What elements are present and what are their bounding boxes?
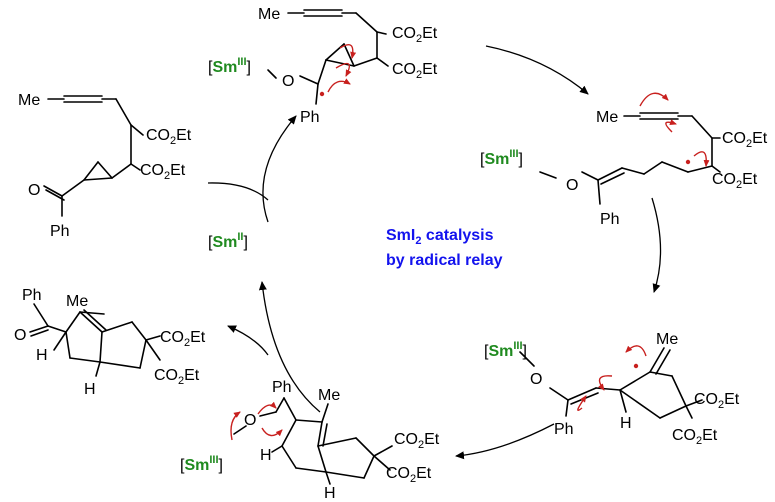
int3-electron-arrow-2	[598, 375, 613, 391]
intermediate-ketyl-radical: Me O Ph [SmIII] CO2Et CO2Et	[208, 6, 438, 126]
int3-h: H	[620, 415, 632, 432]
substrate-cyclopropyl-ketone: Me O Ph CO2Et CO2Et	[18, 92, 192, 240]
int4-electron-arrow-1	[230, 411, 241, 441]
product-h-1: H	[36, 347, 48, 364]
samarium-ii-catalyst: [SmII]	[208, 231, 248, 251]
int4-co2et-1: CO2Et	[394, 431, 440, 451]
substrate-ph: Ph	[50, 223, 70, 240]
int1-co2et-2: CO2Et	[392, 61, 438, 81]
int1-co2et-1: CO2Et	[392, 25, 438, 45]
int4-o: O	[244, 412, 256, 429]
product-co2et-2: CO2Et	[154, 367, 200, 387]
arrow-release-product	[227, 325, 269, 356]
int1-electron-arrow-2	[335, 62, 352, 77]
substrate-o: O	[28, 182, 40, 199]
int2-electron-arrow-1	[639, 92, 669, 107]
int1-electron-arrow-3	[339, 44, 357, 59]
int4-me: Me	[318, 387, 340, 404]
product-me: Me	[66, 293, 88, 310]
sm-ii-label: [SmII]	[208, 231, 248, 251]
int3-co2et-2: CO2Et	[672, 427, 718, 447]
int2-radical-dot	[685, 159, 691, 165]
int2-electron-arrow-3	[693, 151, 710, 167]
int1-radical-dot	[319, 91, 325, 97]
product-co2et-1: CO2Et	[160, 329, 206, 349]
int3-ph: Ph	[554, 421, 574, 438]
int3-me: Me	[656, 331, 678, 348]
intermediate-bicyclic-alkoxide: Me Ph O H H [SmIII] CO2Et CO2Et	[180, 379, 440, 502]
product-bicyclic-ketone: Ph Me O H H CO2Et CO2Et	[14, 287, 206, 398]
int1-me: Me	[258, 6, 280, 23]
int1-ph: Ph	[300, 109, 320, 126]
product-ph: Ph	[22, 287, 42, 304]
substrate-co2et-1: CO2Et	[146, 127, 192, 147]
substrate-me: Me	[18, 92, 40, 109]
intermediate-ring-opened-radical: Me O Ph [SmIII] CO2Et CO2Et	[480, 92, 768, 228]
int2-co2et-1: CO2Et	[722, 130, 768, 150]
center-label: SmI2 catalysis by radical relay	[386, 227, 503, 269]
product-o: O	[14, 327, 26, 344]
int3-co2et-1: CO2Et	[694, 391, 740, 411]
int2-ph: Ph	[600, 211, 620, 228]
center-label-line1: SmI2 catalysis	[386, 227, 494, 247]
arrow-top-right	[485, 45, 589, 95]
arrow-right-down	[651, 197, 662, 293]
int2-o: O	[566, 177, 578, 194]
int3-o: O	[530, 371, 542, 388]
int4-ph: Ph	[272, 379, 292, 396]
int4-h-2: H	[324, 485, 336, 502]
int1-electron-arrow-1	[327, 78, 351, 93]
intermediate-vinyl-radical: Me O Ph H [SmIII] CO2Et CO2Et	[484, 331, 740, 447]
int1-sm-iii: [SmIII]	[208, 56, 251, 76]
int2-electron-arrow-2	[665, 119, 677, 133]
substrate-co2et-2: CO2Et	[140, 162, 186, 182]
int4-electron-arrow-2	[257, 401, 277, 415]
int4-co2et-2: CO2Et	[386, 465, 432, 485]
int3-radical-dot	[633, 363, 639, 369]
int4-h-1: H	[260, 447, 272, 464]
arrow-substrate-entry	[207, 182, 269, 201]
cycle-arrows	[207, 45, 662, 460]
center-label-line2: by radical relay	[386, 252, 503, 269]
arrow-left-up	[258, 281, 321, 413]
arrow-bottom-left	[455, 423, 555, 460]
product-h-2: H	[84, 381, 96, 398]
int2-co2et-2: CO2Et	[712, 171, 758, 191]
int2-sm-iii: [SmIII]	[480, 148, 523, 168]
int1-o: O	[282, 73, 294, 90]
int3-electron-arrow-1	[625, 345, 647, 357]
int4-sm-iii: [SmIII]	[180, 454, 223, 474]
int2-me: Me	[596, 109, 618, 126]
int4-electron-arrow-3	[261, 427, 283, 437]
int3-sm-iii: [SmIII]	[484, 340, 527, 360]
arrow-left-top	[262, 115, 297, 223]
int3-electron-arrow-3	[577, 395, 587, 411]
